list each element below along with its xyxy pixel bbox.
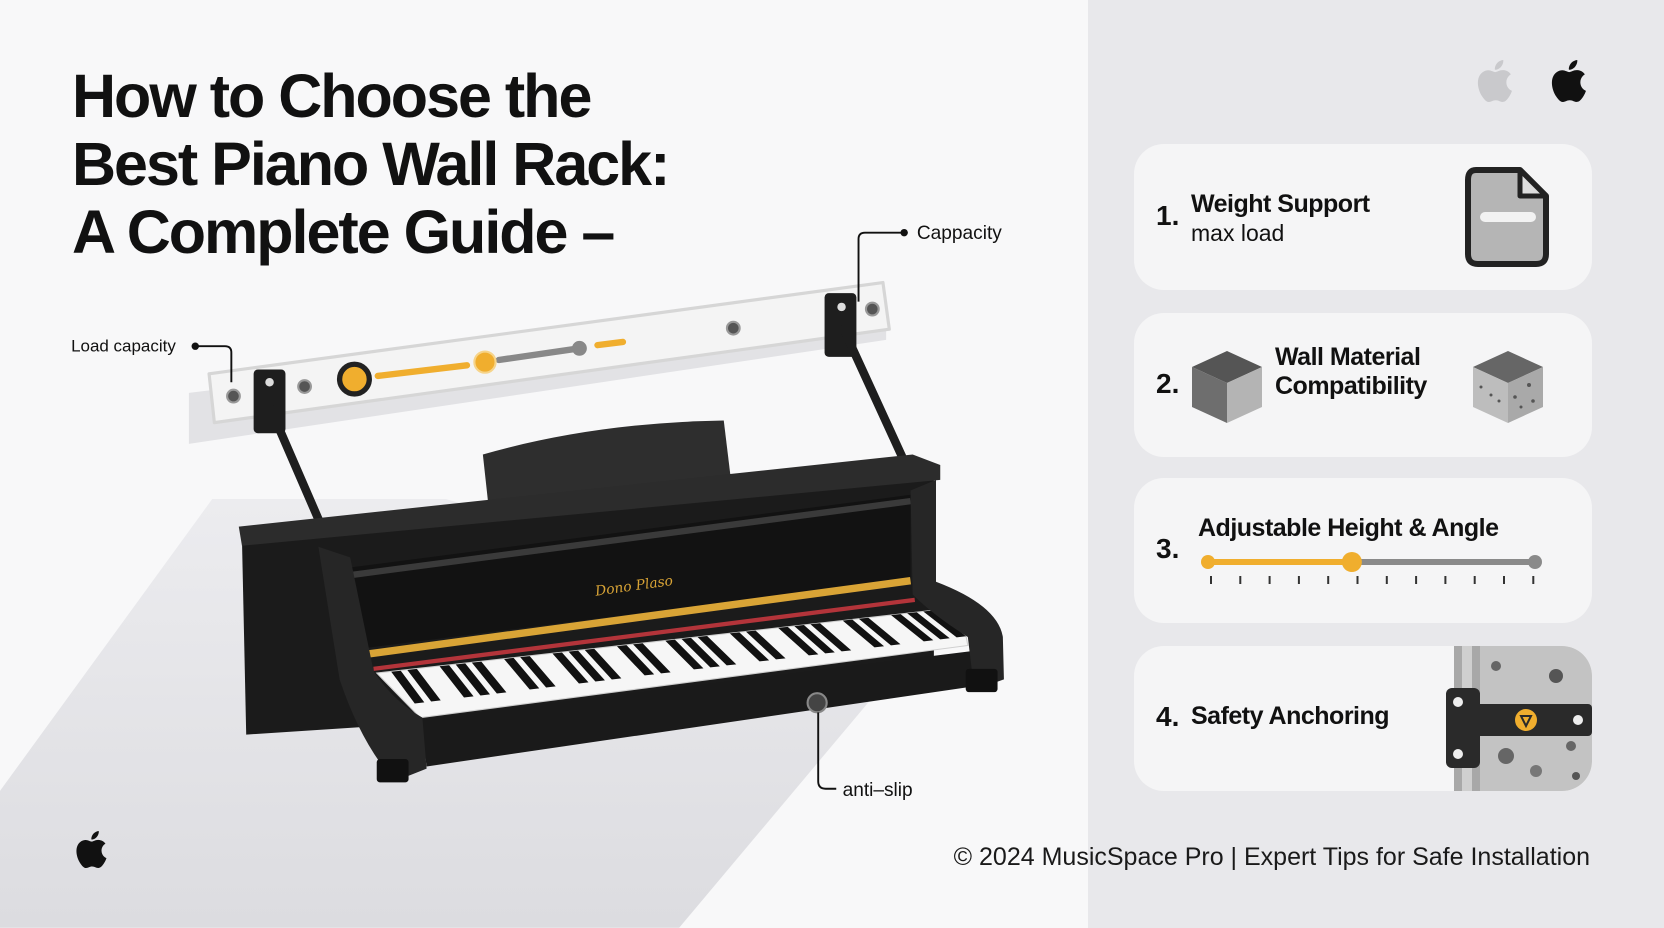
left-cheek xyxy=(318,546,427,782)
rail-gauge-fill xyxy=(374,362,471,380)
black-key xyxy=(439,665,474,698)
rail-gauge-track xyxy=(495,345,583,364)
card-title-line: Wall Material xyxy=(1275,343,1421,371)
card-number: 1. xyxy=(1156,200,1180,231)
black-key xyxy=(745,630,786,660)
black-key xyxy=(794,625,835,654)
rail-gauge-end xyxy=(594,338,627,349)
white-keys xyxy=(375,606,969,719)
rail-gauge-knob xyxy=(336,361,372,397)
black-key xyxy=(665,639,704,670)
title-line: A Complete Guide – xyxy=(72,198,615,266)
rail-screw xyxy=(864,301,880,317)
page-title: How to Choose the Best Piano Wall Rack: … xyxy=(72,62,670,266)
black-key xyxy=(697,635,737,666)
card-title: Weight Support xyxy=(1191,190,1370,218)
piano-top xyxy=(238,454,941,546)
black-key xyxy=(633,643,671,674)
support-arm-right xyxy=(839,324,907,461)
fallboard-edge xyxy=(347,497,911,579)
black-key xyxy=(858,617,901,646)
black-key xyxy=(552,652,589,684)
bracket-hole xyxy=(837,302,846,312)
apple-logo-icon xyxy=(1551,60,1586,103)
callout-line xyxy=(817,712,837,790)
card-safety-anchoring: 4. Safety Anchoring xyxy=(1134,646,1592,791)
document-icon xyxy=(1465,167,1549,267)
rail-gauge-end-dot xyxy=(572,340,587,356)
callout-anti-slip: anti–slip xyxy=(843,780,913,801)
slider-end xyxy=(1528,555,1542,569)
fallboard xyxy=(345,494,911,650)
gold-strip xyxy=(351,577,912,660)
black-key xyxy=(616,645,655,676)
callout-load-capacity: Load capacity xyxy=(71,337,176,356)
slider-thumb[interactable] xyxy=(1341,552,1362,572)
callout-capacity: Cappacity xyxy=(917,223,1002,244)
black-keys xyxy=(391,606,999,704)
anti-slip-pad xyxy=(806,692,828,714)
card-adjustable-height: 3. Adjustable Height & Angle xyxy=(1134,478,1592,623)
bracket-hole xyxy=(265,378,274,387)
card-number: 2. xyxy=(1156,368,1180,399)
right-cheek xyxy=(910,479,1004,691)
apple-logo-icon xyxy=(76,831,107,869)
rail-screw xyxy=(297,379,313,394)
key-felt xyxy=(373,597,916,671)
black-key xyxy=(729,632,770,662)
title-line: Best Piano Wall Rack: xyxy=(72,130,670,198)
black-key xyxy=(520,656,556,688)
card-weight-support: 1. Weight Support max load xyxy=(1134,144,1592,290)
card-title-line: Compatibility xyxy=(1275,372,1427,400)
black-key xyxy=(681,637,720,668)
black-key xyxy=(504,657,540,690)
rail-gauge-handle xyxy=(473,350,497,374)
key-slip xyxy=(420,649,985,767)
piano-foot xyxy=(965,668,998,693)
slider-start xyxy=(1201,555,1215,569)
black-key xyxy=(907,612,950,640)
black-key xyxy=(391,670,425,704)
card-number: 4. xyxy=(1156,701,1180,732)
card-title: Safety Anchoring xyxy=(1191,702,1390,730)
card-number: 3. xyxy=(1156,533,1180,564)
black-key xyxy=(471,661,507,694)
title-line: How to Choose the xyxy=(72,62,592,130)
black-key xyxy=(568,650,605,682)
rail-screw xyxy=(226,388,241,404)
piano-foot xyxy=(376,759,409,783)
rail-screw xyxy=(725,320,741,336)
footer-credit: © 2024 MusicSpace Pro | Expert Tips for … xyxy=(953,843,1590,871)
black-key xyxy=(584,648,622,680)
black-key xyxy=(842,619,885,648)
black-key xyxy=(407,668,441,702)
callout-line xyxy=(857,231,905,302)
callout-line xyxy=(195,345,233,383)
black-key xyxy=(455,663,490,696)
cube-icon xyxy=(1192,351,1262,423)
black-key xyxy=(778,626,819,656)
wall-latch-icon xyxy=(1436,646,1592,791)
black-key xyxy=(923,610,967,638)
black-key xyxy=(810,623,852,652)
black-key xyxy=(891,614,934,642)
support-arm-left xyxy=(266,404,331,541)
height-angle-slider[interactable] xyxy=(1194,550,1554,590)
concrete-cube-icon xyxy=(1473,351,1543,423)
card-title: Adjustable Height & Angle xyxy=(1198,514,1499,542)
apple-logo-icon xyxy=(1477,60,1512,103)
card-subtitle: max load xyxy=(1191,220,1285,246)
